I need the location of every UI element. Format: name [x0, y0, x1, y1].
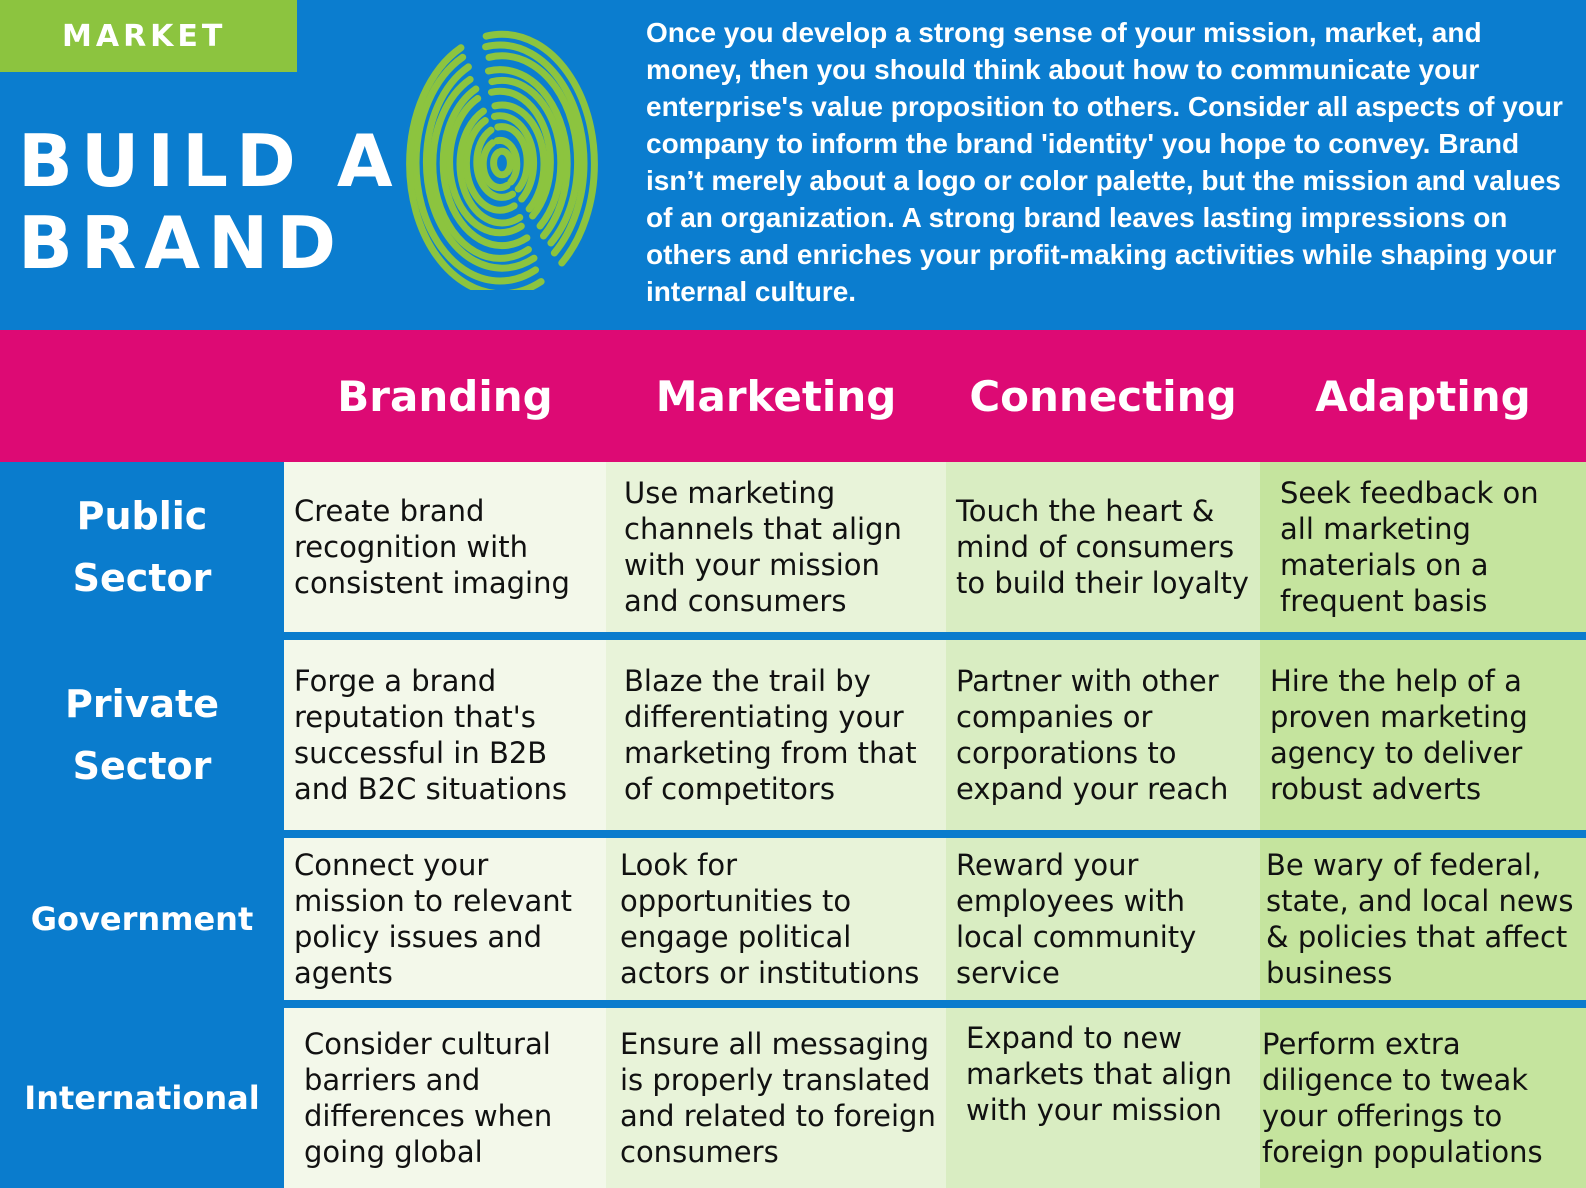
table-cell: Be wary of federal, state, and local new…: [1260, 838, 1586, 1000]
table-cell: Perform extra diligence to tweak your of…: [1260, 1008, 1586, 1188]
table-cell: Blaze the trail by differentiating your …: [606, 640, 946, 830]
table-cell: Partner with other companies or corporat…: [946, 640, 1260, 830]
table-cell: Ensure all messaging is properly transla…: [606, 1008, 946, 1188]
column-header-marketing: Marketing: [655, 371, 897, 421]
table-cell: Expand to new markets that align with yo…: [946, 1008, 1260, 1188]
table-cell: Seek feedback on all marketing materials…: [1260, 462, 1586, 632]
header-banner: MARKET BUILD A BRAND Once you develop a …: [0, 0, 1586, 330]
row-header-international: International: [24, 1079, 260, 1117]
row-header-private-sector: Private Sector: [65, 682, 219, 788]
row-header-government: Government: [30, 900, 254, 938]
table-cell: Connect your mission to relevant policy …: [284, 838, 606, 1000]
intro-text: Once you develop a strong sense of your …: [646, 17, 1563, 307]
page-title: BUILD A BRAND: [18, 119, 401, 285]
column-header-branding: Branding: [337, 371, 553, 421]
market-tag: MARKET: [0, 0, 297, 72]
table-cell: Use marketing channels that align with y…: [606, 462, 946, 632]
column-header-adapting: Adapting: [1315, 371, 1531, 421]
column-header-connecting: Connecting: [969, 371, 1237, 421]
row-header-public-sector: Public Sector: [72, 494, 212, 600]
table-cell: Touch the heart & mind of consumers to b…: [946, 462, 1260, 632]
table-cell: Look for opportunities to engage politic…: [606, 838, 946, 1000]
column-header-bar: Branding Marketing Connecting Adapting: [0, 330, 1586, 462]
table-cell: Forge a brand reputation that's successf…: [284, 640, 606, 830]
table-cell: Create brand recognition with consistent…: [284, 462, 606, 632]
table-cell: Consider cultural barriers and differenc…: [284, 1008, 606, 1188]
fingerprint-icon: [406, 30, 598, 290]
table-cell: Hire the help of a proven marketing agen…: [1260, 640, 1586, 830]
table-cell: Reward your employees with local communi…: [946, 838, 1260, 1000]
